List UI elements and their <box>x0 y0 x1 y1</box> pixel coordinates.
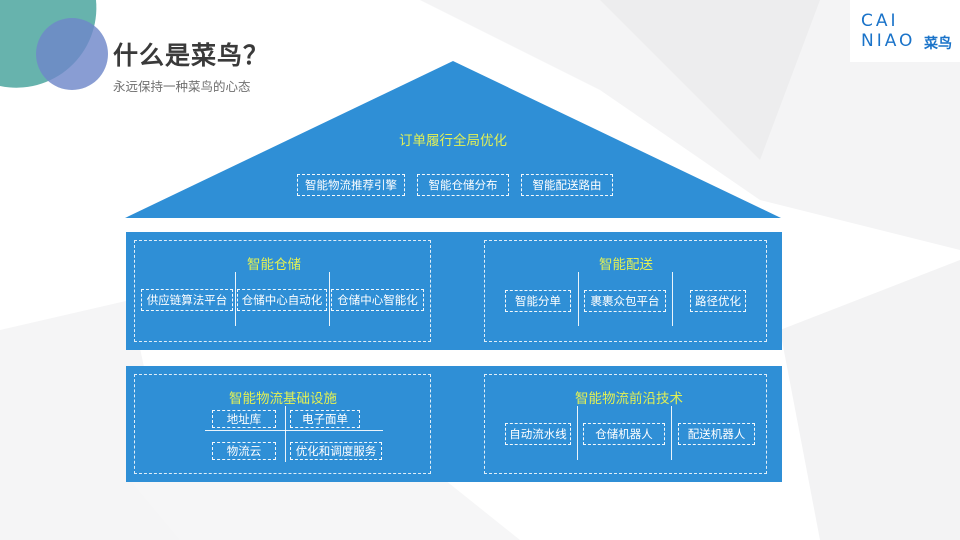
roof-heading: 订单履行全局优化 <box>399 133 507 149</box>
warehouse-item-supply-chain: 供应链算法平台 <box>141 289 233 311</box>
delivery-heading: 智能配送 <box>599 257 653 273</box>
warehouse-item-intelligence: 仓储中心智能化 <box>331 289 424 311</box>
roof-item-recommend-engine: 智能物流推荐引擎 <box>297 174 405 196</box>
warehouse-divider-2 <box>329 272 330 326</box>
delivery-item-route-optimization: 路径优化 <box>690 290 746 312</box>
bottom-panel <box>126 366 782 482</box>
infrastructure-heading: 智能物流基础设施 <box>229 391 337 407</box>
frontier-item-auto-pipeline: 自动流水线 <box>505 423 571 445</box>
blue-circle <box>36 18 108 90</box>
frontier-divider-2 <box>671 406 672 460</box>
infrastructure-item-e-waybill: 电子面单 <box>290 410 360 428</box>
delivery-box <box>484 240 767 342</box>
warehouse-item-automation: 仓储中心自动化 <box>237 289 327 311</box>
logo-line-1: CAI <box>861 11 899 31</box>
frontier-heading: 智能物流前沿技术 <box>575 391 683 407</box>
infrastructure-item-logistics-cloud: 物流云 <box>212 442 276 460</box>
infrastructure-item-address-db: 地址库 <box>212 410 276 428</box>
frontier-item-warehouse-robot: 仓储机器人 <box>583 423 665 445</box>
delivery-item-order-split: 智能分单 <box>505 290 571 312</box>
infrastructure-divider-v <box>285 406 286 462</box>
warehouse-heading: 智能仓储 <box>247 257 301 273</box>
frontier-box <box>484 374 767 474</box>
delivery-item-crowdsource: 裹裹众包平台 <box>584 290 666 312</box>
delivery-divider-2 <box>672 272 673 326</box>
infrastructure-box <box>134 374 431 474</box>
warehouse-box <box>134 240 431 342</box>
roof-item-warehouse-distribution: 智能仓储分布 <box>417 174 509 196</box>
delivery-divider-1 <box>578 272 579 326</box>
logo-line-2: NIAO <box>861 31 916 51</box>
frontier-item-delivery-robot: 配送机器人 <box>678 423 755 445</box>
roof-shape <box>125 61 781 218</box>
slide-subtitle: 永远保持一种菜鸟的心态 <box>113 79 251 94</box>
infrastructure-divider-h <box>205 430 383 431</box>
infrastructure-item-scheduling: 优化和调度服务 <box>290 442 382 460</box>
logo-chinese: 菜鸟 <box>924 36 952 52</box>
warehouse-divider-1 <box>235 272 236 326</box>
slide-title: 什么是菜鸟？ <box>113 41 270 70</box>
roof-item-delivery-routing: 智能配送路由 <box>521 174 613 196</box>
cainiao-logo: CAI NIAO 菜鸟 <box>850 0 960 62</box>
frontier-divider-1 <box>577 406 578 460</box>
